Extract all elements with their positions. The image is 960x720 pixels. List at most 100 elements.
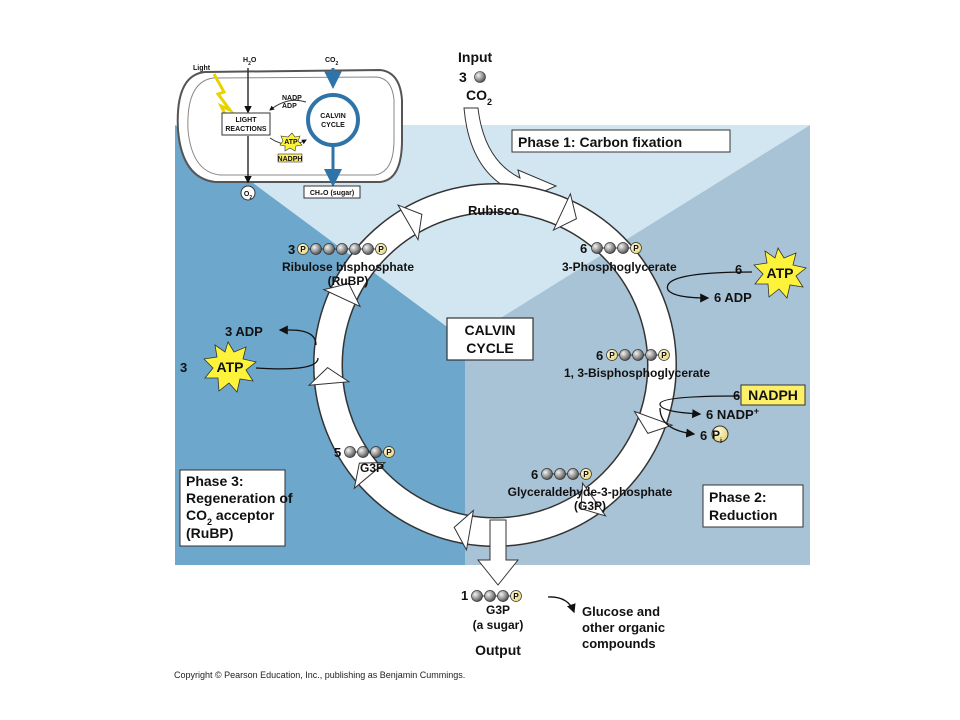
atp-right-count: 6 <box>735 262 742 277</box>
inset-o2-label: O2 <box>244 191 252 201</box>
carbon-atom-icon <box>497 590 509 602</box>
phase1-label: Phase 1: Carbon fixation <box>518 134 682 150</box>
svg-text:CH₂O (sugar): CH₂O (sugar) <box>310 190 354 197</box>
atp-right-group: 6 ATP 6 ADP <box>666 247 807 305</box>
phase2-region <box>465 125 810 565</box>
phase1-box <box>511 129 731 153</box>
atp-left-count: 3 <box>180 360 187 375</box>
g3p5-count: 5 <box>334 445 341 460</box>
g3p6-abbr: (G3P) <box>574 499 606 513</box>
carbon-atom-icon <box>617 242 629 254</box>
phosphate-icon <box>375 243 387 255</box>
svg-text:ATP: ATP <box>284 139 298 146</box>
g3p6-molecule-icon: P <box>541 468 592 480</box>
carbon-atom-icon <box>344 446 356 458</box>
copyright-text: Copyright © Pearson Education, Inc., pub… <box>174 670 465 680</box>
output-heading: Output <box>475 642 521 658</box>
carbon-atom-icon <box>619 349 631 361</box>
phase3-line2: Regeneration of <box>186 490 293 506</box>
inset-calvin-cycle-ring <box>306 93 360 147</box>
phase2-box <box>702 484 804 528</box>
cycle-arrowhead <box>307 366 351 386</box>
nadph-box <box>740 384 806 406</box>
svg-text:REACTIONS: REACTIONS <box>225 126 267 133</box>
atp-left-star-icon <box>203 341 257 393</box>
phase2-line2: Reduction <box>709 507 777 523</box>
carbon-atom-icon <box>310 243 322 255</box>
pga-group: 6 P 3-Phosphoglycerate <box>562 241 677 274</box>
carbon-atom-icon <box>471 590 483 602</box>
phosphate-label: P <box>583 469 589 479</box>
g3p5-name: G3P <box>360 461 384 475</box>
phosphate-label: P <box>633 243 639 253</box>
phosphate-label: P <box>378 244 384 254</box>
phosphate-icon <box>658 349 670 361</box>
atp-right-product: 6 ADP <box>714 290 752 305</box>
cycle-arrowhead <box>580 481 607 517</box>
svg-text:NADP: NADP <box>282 95 302 102</box>
phase2-line1: Phase 2: <box>709 489 767 505</box>
pga-molecule-icon: P <box>591 242 642 254</box>
phosphate-icon <box>510 590 522 602</box>
phase3-line1: Phase 3: <box>186 473 244 489</box>
phosphate-icon <box>383 446 395 458</box>
carbon-atom-icon <box>541 468 553 480</box>
inset-co2-label: CO2 <box>325 57 339 67</box>
chloroplast-outline <box>176 68 403 183</box>
carbon-atom-icon <box>357 446 369 458</box>
output-name: G3P <box>486 603 510 617</box>
rubisco-label: Rubisco <box>468 203 519 218</box>
svg-text:LIGHT: LIGHT <box>236 117 258 124</box>
rubp-abbr: (RuBP) <box>328 274 369 288</box>
atp-right-star-icon <box>753 247 807 299</box>
inset-h2o-label: H2O <box>243 57 257 67</box>
carbon-atom-icon <box>362 243 374 255</box>
output-molecule-icon: P <box>471 590 522 602</box>
inset-sugar-box <box>303 185 361 199</box>
glucose-line3: compounds <box>582 636 656 651</box>
atp-left-group: 3 ADP 3 ATP <box>180 324 319 393</box>
output-group: 1 P G3P (a sugar) Output Glucose and oth… <box>461 588 665 658</box>
phase3-line3: CO2 acceptor <box>186 507 275 527</box>
input-co2-molecule-icon <box>474 71 486 83</box>
carbon-atom-icon <box>632 349 644 361</box>
phosphate-label: P <box>661 350 667 360</box>
svg-text:NADPH: NADPH <box>278 156 303 163</box>
glucose-line1: Glucose and <box>582 604 660 619</box>
bpg-name: 1, 3-Bisphosphoglycerate <box>564 366 710 380</box>
nadp-product: 6 NADP+ <box>706 406 759 422</box>
svg-text:ATP: ATP <box>767 265 794 281</box>
inset-light-reactions-box <box>221 112 271 136</box>
carbon-atom-icon <box>336 243 348 255</box>
rubp-count: 3 <box>288 242 295 257</box>
output-desc: (a sugar) <box>473 618 524 632</box>
phosphate-icon <box>630 242 642 254</box>
g3p6-count: 6 <box>531 467 538 482</box>
svg-text:NADPH: NADPH <box>748 387 798 403</box>
pi-count: 6 <box>700 428 707 443</box>
svg-text:ATP: ATP <box>217 359 244 375</box>
chloroplast-inset: Light H2O CO2 LIGHT REACTIONS CALVIN CYC… <box>176 57 403 201</box>
carbon-atom-icon <box>567 468 579 480</box>
svg-text:ADP: ADP <box>282 103 297 110</box>
atp-left-product: 3 ADP <box>225 324 263 339</box>
phosphate-label: P <box>300 244 306 254</box>
center-box <box>446 317 534 361</box>
phosphate-icon <box>580 468 592 480</box>
carbon-atom-icon <box>323 243 335 255</box>
cycle-arrowhead <box>453 509 475 552</box>
nadph-group: 6 NADPH 6 NADP+ 6 Pi <box>659 384 806 445</box>
input-group: Input 3 CO2 <box>458 49 493 107</box>
pga-count: 6 <box>580 241 587 256</box>
phosphate-label: P <box>386 447 392 457</box>
svg-text:CYCLE: CYCLE <box>321 122 345 129</box>
carbon-atom-icon <box>370 446 382 458</box>
g3p5-group: 5 P G3P <box>334 445 395 475</box>
cycle-arrowhead <box>633 410 674 434</box>
input-co2-label: CO2 <box>466 87 492 107</box>
carbon-atom-icon <box>554 468 566 480</box>
